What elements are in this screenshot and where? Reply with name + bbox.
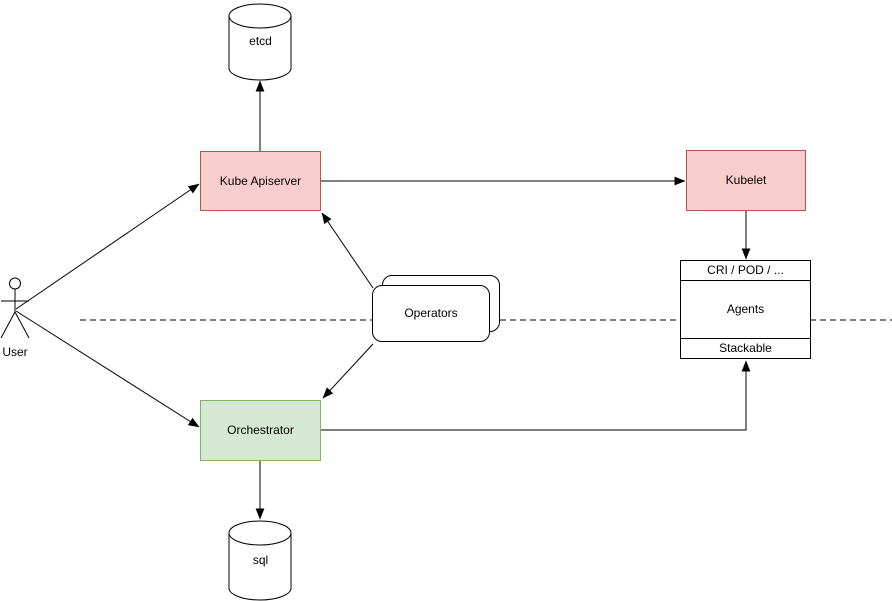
operators-label: Operators [404, 306, 458, 321]
node-sql[interactable] [228, 520, 292, 601]
user-actor-left-leg [0, 311, 16, 339]
node-etcd[interactable] [228, 3, 292, 81]
etcd-cylinder-rim [228, 15, 292, 29]
edge-operators-to-kube-apiserver [321, 212, 374, 289]
agents-body-compartment: Agents [681, 281, 810, 338]
sql-cylinder-shape [228, 520, 292, 601]
node-orchestrator[interactable]: Orchestrator [200, 400, 321, 461]
edge-operators-to-orchestrator [322, 343, 374, 399]
user-label: User [2, 345, 28, 359]
node-operators[interactable]: Operators [372, 285, 490, 342]
agents-header-label: CRI / POD / ... [707, 263, 784, 278]
agents-header-compartment: CRI / POD / ... [681, 261, 810, 281]
node-kube-apiserver[interactable]: Kube Apiserver [200, 151, 321, 211]
agents-footer-compartment: Stackable [681, 338, 810, 358]
etcd-label: etcd [249, 34, 272, 48]
sql-cylinder-rim [228, 532, 292, 546]
kube-apiserver-label: Kube Apiserver [219, 173, 302, 188]
user-actor-right-leg [14, 311, 30, 339]
kubelet-label: Kubelet [725, 173, 767, 188]
agents-body-label: Agents [726, 302, 765, 317]
edge-user-to-kube-apiserver [15, 183, 200, 310]
edge-user-to-orchestrator [15, 310, 200, 428]
orchestrator-label: Orchestrator [227, 423, 294, 438]
node-user[interactable] [0, 277, 30, 339]
sql-label: sql [252, 553, 269, 567]
edge-orchestrator-to-stackable [321, 360, 751, 431]
agents-footer-label: Stackable [719, 341, 772, 356]
node-agents[interactable]: CRI / POD / ... Agents Stackable [680, 260, 811, 359]
user-actor-head [9, 277, 21, 290]
node-kubelet[interactable]: Kubelet [686, 150, 806, 211]
etcd-cylinder-shape [228, 3, 292, 81]
